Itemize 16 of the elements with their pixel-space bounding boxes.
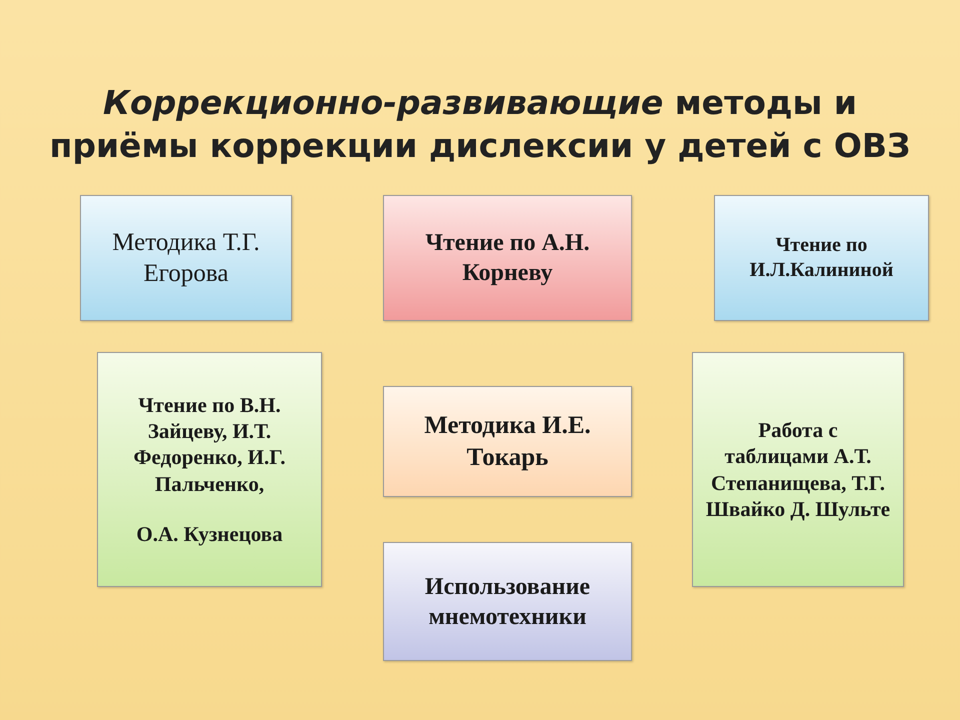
method-box — [383, 386, 632, 497]
method-text: Чтение по И.Л.Калининой — [748, 233, 894, 283]
method-text: Чтение по А.Н. Корневу — [424, 229, 591, 288]
method-box — [80, 195, 292, 321]
method-text: Методика Т.Г. Егорова — [111, 228, 261, 289]
method-box — [714, 195, 929, 321]
method-box — [97, 352, 322, 587]
method-text: Работа с таблицами А.Т. Степанищева, Т.Г. Швайко Д. Шульте — [705, 417, 891, 522]
method-text: Чтение по В.Н. Зайцеву, И.Т. Федоренко, И.Г. Пальченко, — [132, 392, 286, 497]
method-text: Использование мнемотехники — [424, 572, 592, 632]
method-box — [383, 195, 632, 321]
method-box — [692, 352, 904, 587]
method-text: Методика И.Е. Токарь — [423, 411, 592, 472]
method-box — [383, 542, 632, 661]
method-text: О.А. Кузнецова — [136, 520, 283, 548]
title: Коррекционно-развивающие методы и приёмы коррекции дислексии у детей с ОВЗ — [48, 82, 912, 167]
